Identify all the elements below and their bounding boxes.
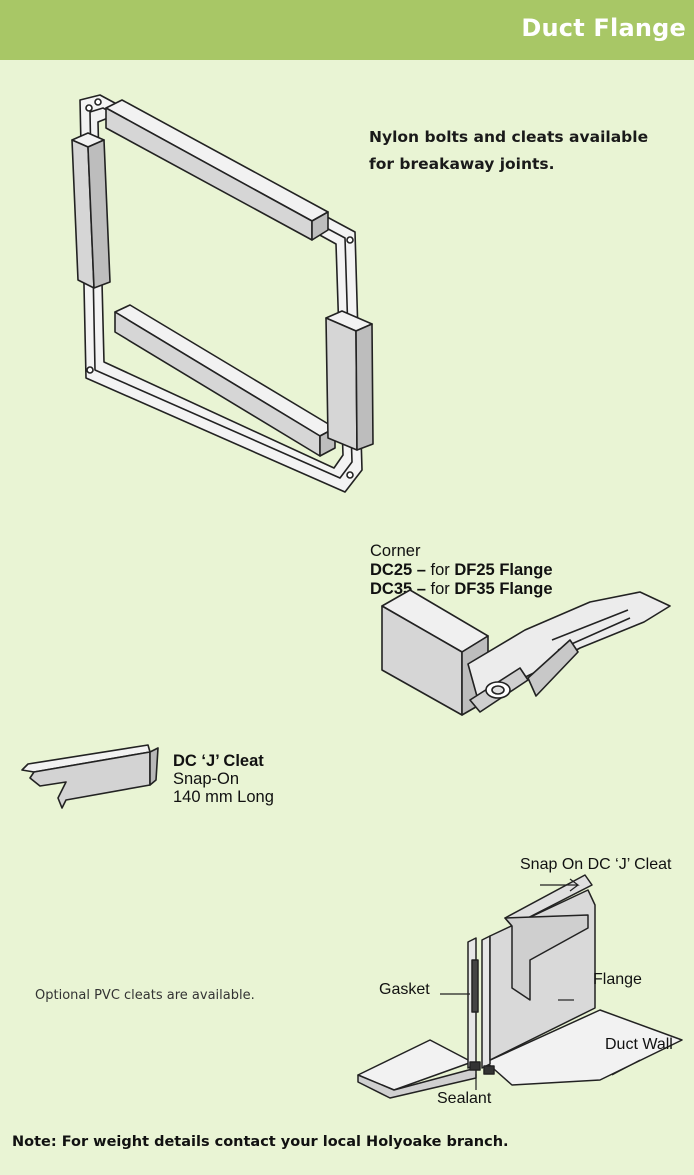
footer-note: Note: For weight details contact your lo…	[12, 1134, 509, 1150]
dc25-text: for	[425, 561, 455, 579]
snap-on-cleat-label: Snap On DC ‘J’ Cleat	[520, 856, 672, 873]
duct-wall-label: Duct Wall	[605, 1036, 673, 1053]
dc35-flange: DF35 Flange	[454, 580, 553, 598]
optional-pvc-note: Optional PVC cleats are available.	[35, 988, 255, 1003]
header-bar: Duct Flange	[0, 0, 694, 60]
corner-label: Corner DC25 – for DF25 Flange DC35 – for…	[370, 542, 553, 599]
j-cleat-line3: 140 mm Long	[173, 788, 274, 806]
corner-dc25: DC25 – for DF25 Flange	[370, 561, 553, 580]
j-cleat-line2: Snap-On	[173, 770, 240, 788]
corner-heading: Corner	[370, 542, 421, 560]
j-cleat-name: DC ‘J’ Cleat	[173, 752, 264, 770]
sealant-label: Sealant	[437, 1090, 492, 1107]
gasket-label: Gasket	[379, 981, 430, 998]
corner-dc35: DC35 – for DF35 Flange	[370, 580, 553, 599]
dc25-code: DC25 –	[370, 561, 426, 579]
page-title: Duct Flange	[521, 14, 686, 42]
frame-caption-line1: Nylon bolts and cleats available	[369, 128, 649, 146]
frame-caption: Nylon bolts and cleats available for bre…	[369, 124, 689, 178]
j-cleat-label: DC ‘J’ Cleat Snap-On 140 mm Long	[173, 752, 274, 806]
dc25-flange: DF25 Flange	[454, 561, 553, 579]
frame-caption-line2: for breakaway joints.	[369, 155, 555, 173]
dc35-text: for	[425, 580, 455, 598]
flange-label: Flange	[593, 971, 642, 988]
